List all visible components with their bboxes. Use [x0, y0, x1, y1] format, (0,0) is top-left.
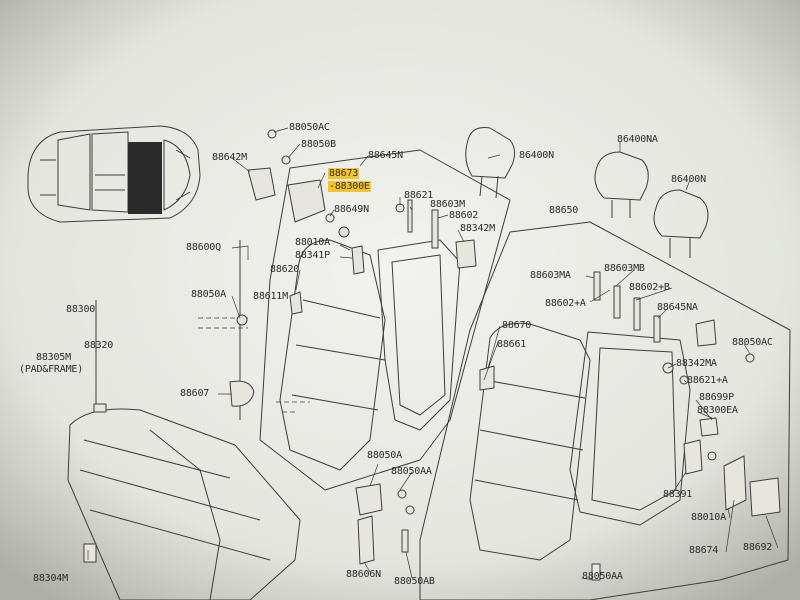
label-88606n: 88606N [346, 569, 381, 580]
label-88600q: 88600Q [186, 242, 221, 253]
label-88699p: 88699P [699, 392, 734, 403]
label-88692: 88692 [743, 542, 773, 553]
label-88050ab: 88050AB [394, 576, 435, 587]
leader-lines [87, 127, 779, 581]
label-88050aa-bottom: 88050AA [582, 571, 623, 582]
label-88050ac-top: 88050AC [289, 122, 330, 133]
car-outline [27, 125, 201, 223]
label-88300: 88300 [66, 304, 96, 315]
highlighted-seat-area [128, 142, 162, 214]
label-86400na: 86400NA [617, 134, 658, 145]
label-88620: 88620 [270, 264, 300, 275]
label-88611m: 88611M [253, 291, 288, 302]
label-88649n: 88649N [334, 204, 369, 215]
label-88621: 88621 [404, 190, 434, 201]
label-88673-highlighted: 88673 [328, 168, 360, 179]
label-88661: 88661 [497, 339, 527, 350]
label-88341p: 88341P [295, 250, 330, 261]
right-headrest-upper [594, 151, 649, 218]
label-88670: 88670 [502, 320, 532, 331]
label-86400n-b: 86400N [671, 174, 706, 185]
label-88603m: 88603M [430, 199, 465, 210]
rear-seat-cushion [67, 408, 301, 600]
label-88602b: 88602+B [629, 282, 670, 293]
label-88050a-mid: 88050A [367, 450, 402, 461]
label-88650: 88650 [549, 205, 579, 216]
label-88050ac-right: 88050AC [732, 337, 773, 348]
right-headrest-lower [653, 189, 709, 258]
label-88602: 88602 [449, 210, 479, 221]
label-88305m-sub: (PAD&FRAME) [19, 364, 84, 375]
label-88305m: 88305M [36, 352, 71, 363]
label-88645n: 88645N [368, 150, 403, 161]
label-88050a-left: 88050A [191, 289, 226, 300]
label-88391: 88391 [663, 489, 693, 500]
label-88602a: 88602+A [545, 298, 586, 309]
label-88050aa-mid: 88050AA [391, 466, 432, 477]
label-88050b: 88050B [301, 139, 336, 150]
fasteners [83, 129, 781, 581]
label-88010a-left: 88010A [295, 237, 330, 248]
left-headrest [465, 127, 516, 199]
label-88642m: 88642M [212, 152, 247, 163]
right-seatback [419, 221, 791, 600]
label-88603mb: 88603MB [604, 263, 645, 274]
label-88607: 88607 [180, 388, 210, 399]
label-88645na: 88645NA [657, 302, 698, 313]
label-86400n: 86400N [519, 150, 554, 161]
label-88010a-right: 88010A [691, 512, 726, 523]
label-88674: 88674 [689, 545, 719, 556]
label-88304m: 88304M [33, 573, 68, 584]
label-88621a: 88621+A [687, 375, 728, 386]
label-88603ma: 88603MA [530, 270, 571, 281]
left-seatback [259, 149, 511, 491]
label-88300ea: 88300EA [697, 405, 738, 416]
label-88342m: 88342M [460, 223, 495, 234]
label-88320: 88320 [84, 340, 114, 351]
label-88300e-highlighted: -88300E [328, 181, 371, 192]
label-88342ma: 88342MA [676, 358, 717, 369]
